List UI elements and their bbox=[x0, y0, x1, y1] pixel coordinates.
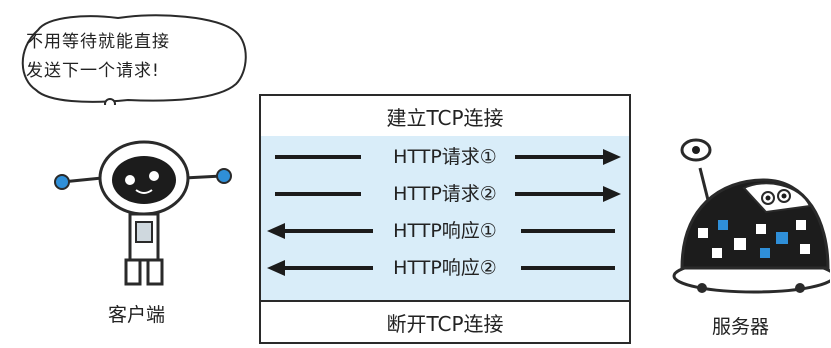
client-robot-icon bbox=[54, 140, 232, 286]
message-row-2: HTTP请求② bbox=[261, 179, 629, 209]
arrow-left-icon bbox=[267, 223, 373, 239]
arrow-left-icon bbox=[521, 266, 615, 270]
server-label: 服务器 bbox=[712, 316, 770, 338]
speech-line-2: 发送下一个请求! bbox=[26, 61, 160, 81]
server-robot-icon bbox=[672, 138, 830, 294]
message-label: HTTP响应① bbox=[393, 220, 497, 242]
http-pipeline-area: HTTP请求① HTTP请求② HTTP响应① bbox=[261, 136, 629, 302]
message-row-4: HTTP响应② bbox=[261, 253, 629, 283]
arrow-right-icon bbox=[275, 155, 361, 159]
arrow-right-icon bbox=[515, 186, 621, 202]
message-row-3: HTTP响应① bbox=[261, 216, 629, 246]
arrow-left-icon bbox=[267, 260, 373, 276]
tcp-connection-panel: 建立TCP连接 HTTP请求① HTTP请求② bbox=[259, 94, 631, 344]
arrow-right-icon bbox=[515, 149, 621, 165]
message-label: HTTP响应② bbox=[393, 257, 497, 279]
message-label: HTTP请求② bbox=[393, 183, 497, 205]
message-row-1: HTTP请求① bbox=[261, 142, 629, 172]
speech-bubble-text: 不用等待就能直接 发送下一个请求! bbox=[26, 28, 226, 86]
message-label: HTTP请求① bbox=[393, 146, 497, 168]
establish-tcp-label: 建立TCP连接 bbox=[261, 96, 629, 138]
client-label: 客户端 bbox=[108, 304, 166, 326]
speech-line-1: 不用等待就能直接 bbox=[26, 32, 170, 52]
speech-bubble-shape bbox=[21, 14, 247, 105]
arrow-right-icon bbox=[275, 192, 361, 196]
arrow-left-icon bbox=[521, 229, 615, 233]
close-tcp-label: 断开TCP连接 bbox=[261, 300, 629, 342]
